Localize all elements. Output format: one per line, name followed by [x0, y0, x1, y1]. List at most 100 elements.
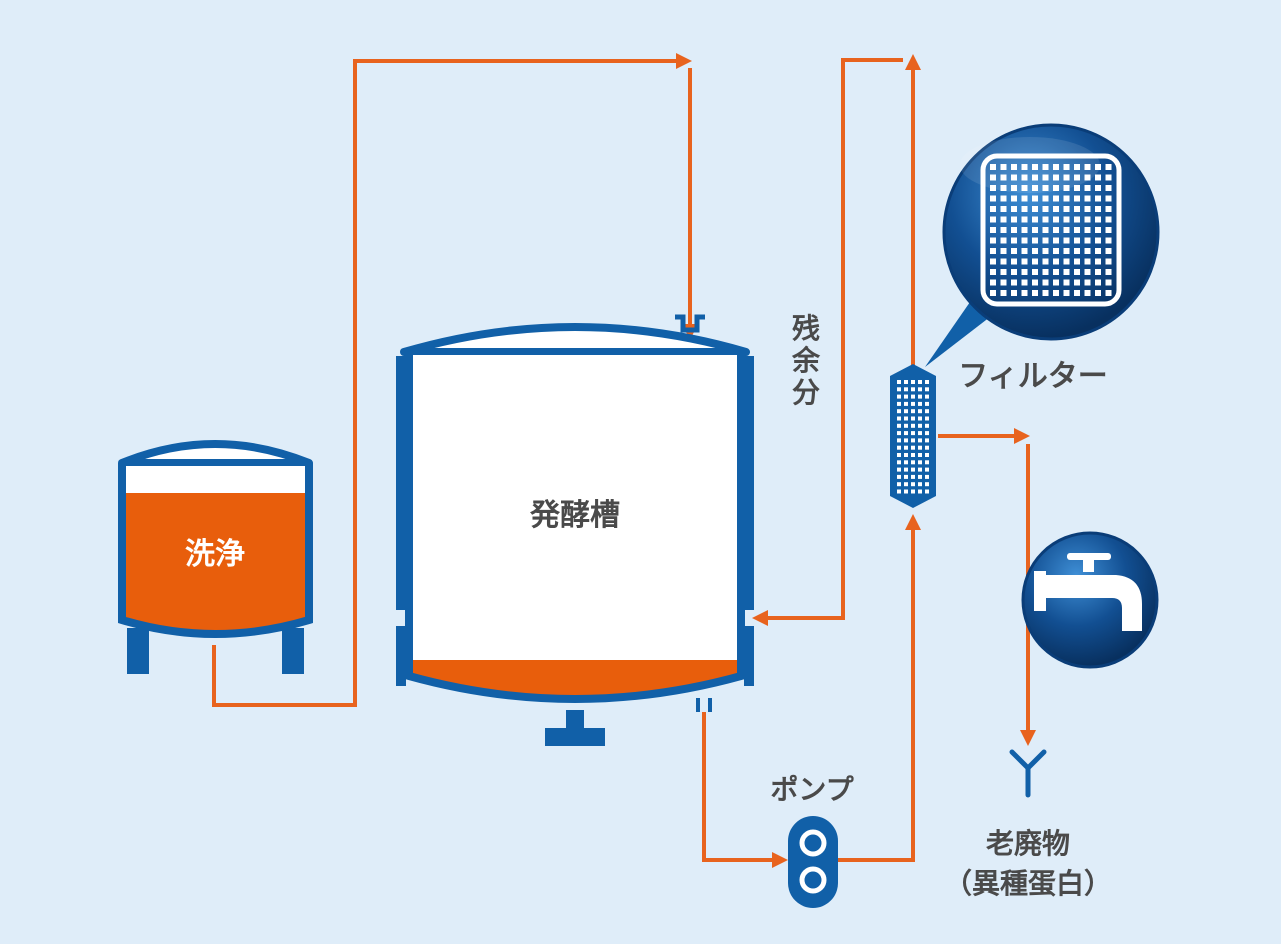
filter-hole — [897, 438, 901, 443]
filter-mesh-cell — [1021, 227, 1028, 233]
filter-hole — [897, 474, 901, 479]
filter-mesh-cell — [1042, 279, 1049, 286]
filter-mesh-cell — [1011, 269, 1017, 275]
filter-hole — [897, 489, 901, 494]
filter-mesh-cell — [1105, 290, 1112, 296]
filter-mesh-cell — [1095, 279, 1101, 286]
filter-mesh-cell — [1105, 227, 1112, 233]
filter-hole — [904, 474, 908, 479]
filter-hole — [925, 453, 929, 457]
filter-hole — [918, 387, 922, 392]
filter-hole — [911, 489, 915, 494]
filter-hole — [918, 431, 922, 436]
filter-mesh-cell — [1084, 185, 1091, 191]
fermenter-jacket-right-lower — [744, 626, 754, 686]
filter-hole — [911, 380, 915, 384]
filter-mesh-cell — [1095, 227, 1101, 233]
filter-hole — [925, 474, 929, 479]
filter-hole — [918, 445, 922, 450]
fermenter-outline — [405, 352, 745, 703]
filter-mesh-cell — [1095, 206, 1101, 212]
filter-hole — [911, 467, 915, 472]
filter-mesh-cell — [1105, 185, 1112, 191]
pipe-residual-return — [752, 58, 903, 626]
filter-hole — [925, 394, 929, 399]
filter-mesh-cell — [1063, 185, 1070, 191]
filter-holes — [897, 380, 929, 494]
filter-mesh-cell — [1084, 269, 1091, 275]
filter-mesh-cell — [1063, 206, 1070, 212]
filter-mesh-cell — [1105, 258, 1112, 265]
filter-mesh-cell — [1063, 248, 1070, 254]
filter-mesh-cell — [990, 279, 996, 286]
filter-mesh-cell — [1074, 237, 1080, 244]
filter-mesh-cell — [1105, 279, 1112, 286]
filter-mesh-cell — [1011, 290, 1017, 296]
filter-hole — [918, 416, 922, 421]
wash-tank-label: 洗浄 — [185, 537, 245, 572]
filter-mesh-cell — [1063, 279, 1070, 286]
residual-label-char-2: 余 — [791, 344, 821, 377]
filter-mesh-cell — [1105, 248, 1112, 254]
filter-hole — [911, 423, 915, 428]
filter-mesh-cell — [1021, 248, 1028, 254]
filter-hole — [911, 387, 915, 392]
filter-mesh-cell — [1095, 195, 1101, 202]
filter-mesh-cell — [1000, 248, 1007, 254]
outlet-y-icon — [1009, 749, 1047, 798]
pump-rotor-top — [799, 829, 827, 857]
filter-mesh-cell — [1074, 290, 1080, 296]
filter-mesh-cell — [1000, 237, 1007, 244]
filter-mesh-cell — [1032, 227, 1038, 233]
filter-mesh-cell — [1053, 185, 1059, 191]
filter-mesh-cell — [1011, 248, 1017, 254]
filter-hole — [911, 401, 915, 406]
filter-mesh-cell — [1021, 206, 1028, 212]
wash-tank-liquid — [122, 493, 309, 634]
filter-mesh-cell — [990, 290, 996, 296]
filter-hole — [904, 423, 908, 428]
filter-hole — [904, 467, 908, 472]
filter-hole — [911, 416, 915, 421]
filter-mesh-cell — [1074, 206, 1080, 212]
filter-mesh-cell — [1032, 258, 1038, 265]
filter-hole — [897, 453, 901, 457]
filter-mesh-cell — [1042, 195, 1049, 202]
filter-mesh-cell — [1053, 164, 1059, 170]
filter-mesh-grid — [980, 153, 1122, 307]
fermenter-jacket-right-upper — [744, 356, 754, 610]
filter-hole — [911, 460, 915, 465]
filter-mesh-cell — [1011, 174, 1017, 181]
filter-mesh-cell — [1042, 258, 1049, 265]
filter-mesh-cell — [1063, 290, 1070, 296]
filter-mesh-cell — [1021, 185, 1028, 191]
filter-mesh-cell — [1063, 269, 1070, 275]
filter-mesh-cell — [1074, 227, 1080, 233]
filter-mesh-cell — [990, 185, 996, 191]
filter-mesh-cell — [1032, 269, 1038, 275]
fermenter-lid — [400, 323, 750, 356]
filter-mesh-cell — [1042, 164, 1049, 170]
filter-hole — [925, 445, 929, 450]
filter-mesh-cell — [1021, 195, 1028, 202]
filter-hole — [904, 394, 908, 399]
filter-mesh-cell — [1105, 206, 1112, 212]
filter-mesh-cell — [1021, 164, 1028, 170]
filter-mesh-cell — [1021, 237, 1028, 244]
filter-mesh-icon — [942, 123, 1160, 341]
filter-mesh-cell — [1063, 195, 1070, 202]
filter-hole — [925, 431, 929, 436]
filter-mesh-cell — [1084, 206, 1091, 212]
filter-hole — [918, 401, 922, 406]
filter-hole — [925, 401, 929, 406]
filter-mesh-cell — [1105, 174, 1112, 181]
filter-mesh-cell — [1000, 185, 1007, 191]
filter-mesh-cell — [990, 237, 996, 244]
filter-mesh-cell — [1084, 174, 1091, 181]
filter-mesh-cell — [990, 227, 996, 233]
filter-hole — [925, 482, 929, 487]
filter-hole — [925, 409, 929, 414]
filter-hole — [904, 387, 908, 392]
filter-mesh-cell — [990, 195, 996, 202]
